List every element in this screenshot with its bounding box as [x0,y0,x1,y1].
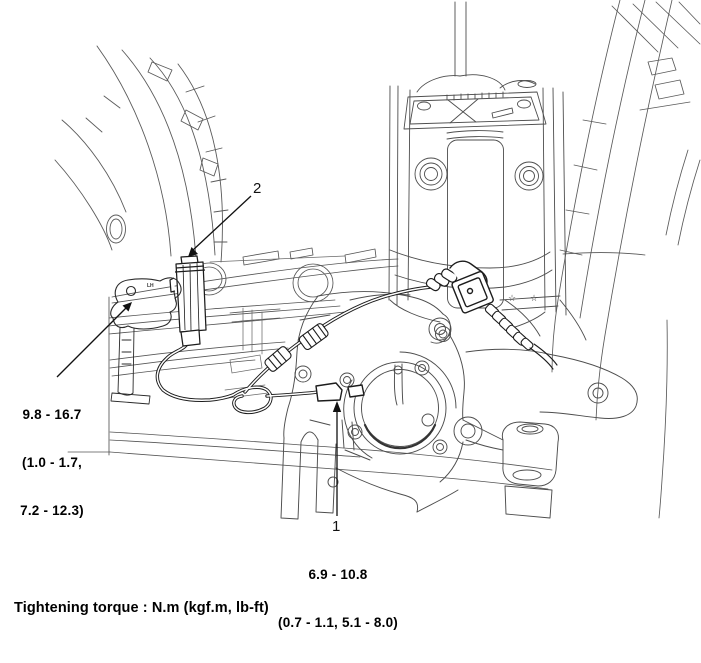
engine-bay-texture [209,255,346,399]
star-mark-left: ☆ [508,293,517,303]
strut-assembly-drawing [388,1,567,331]
bracket-torque-spec: 9.8 - 16.7 (1.0 - 1.7, 7.2 - 12.3) [17,375,87,551]
leader-line-bracket-torque [56,306,128,378]
diagram-canvas [54,0,701,520]
body-apron-drawing [67,247,646,490]
leader-line-2 [192,195,252,251]
fender-liner-drawing [54,45,229,263]
arrowhead-2 [188,247,198,257]
bracket-lh-marking: LH [147,283,154,289]
bracket-torque-line-3: 7.2 - 12.3) [20,503,84,518]
harness-grommet-2 [298,323,329,351]
arrowhead-1 [332,401,342,412]
callout-number-1: 1 [332,518,341,535]
sensor-torque-line-2: (0.7 - 1.1, 5.1 - 8.0) [278,615,398,630]
arrowhead-bracket-torque [122,302,132,312]
harness-grommet-1 [264,346,292,372]
service-manual-figure: 2 9.8 - 16.7 (1.0 - 1.7, 7.2 - 12.3) 1 6… [14,0,701,630]
sensor-torque-line-1: 6.9 - 10.8 [308,567,368,582]
sensor-connector-elbow [425,260,558,370]
sensor-bracket-drawing [110,277,182,405]
sensor-torque-spec: 6.9 - 10.8 (0.7 - 1.1, 5.1 - 8.0) [277,535,399,663]
star-mark-right: ☆ [530,293,539,303]
tightening-torque-note: Tightening torque : N.m (kgf.m, lb-ft) [14,600,269,616]
bracket-torque-line-2: (1.0 - 1.7, [22,455,82,470]
callout-number-2: 2 [253,180,262,197]
right-fender-drawing [551,0,701,519]
harness-connector-2 [169,255,207,347]
wheel-speed-sensor-body [315,382,365,402]
knuckle-drawing [280,291,638,520]
callout-leaders [56,195,342,516]
wheel-speed-sensor-harness [155,260,558,415]
bracket-torque-line-1: 9.8 - 16.7 [22,407,82,422]
